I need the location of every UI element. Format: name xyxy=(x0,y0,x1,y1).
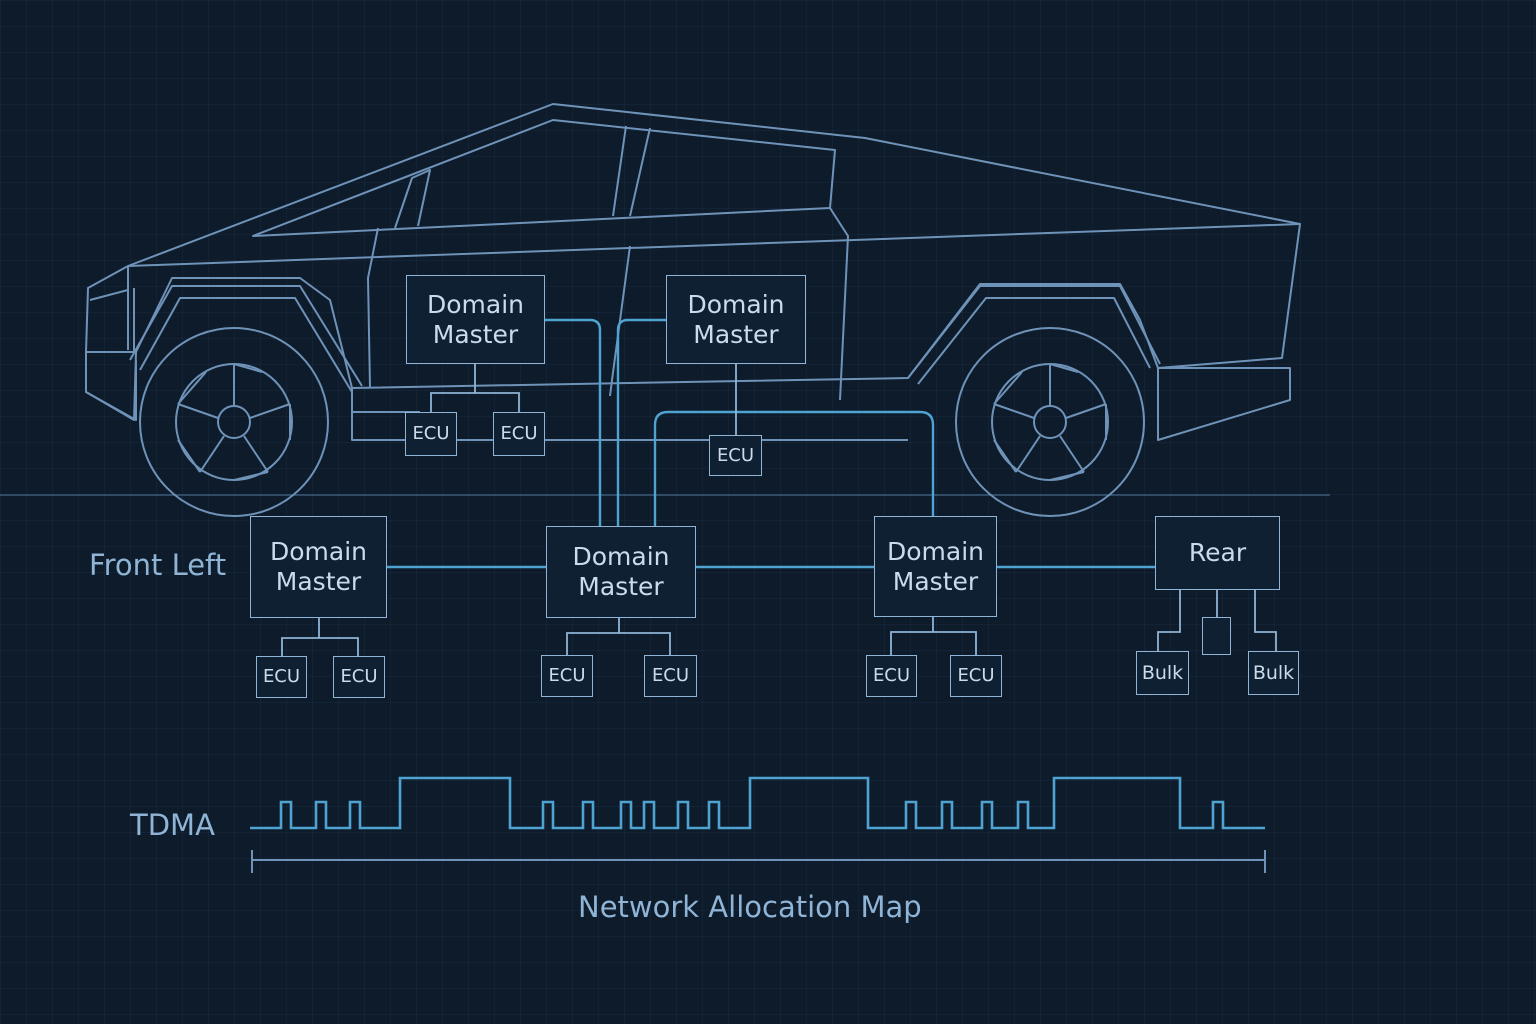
bulk-module-2: Bulk xyxy=(1248,651,1299,695)
ecu-right-2: ECU xyxy=(950,655,1002,697)
allocation-span xyxy=(251,850,1266,873)
rear-label: Rear xyxy=(1188,538,1247,567)
ecu-label: ECU xyxy=(262,666,301,688)
ecu-label: ECU xyxy=(340,666,378,688)
ecu-label: ECU xyxy=(872,665,911,687)
front-left-label: Front Left xyxy=(89,548,227,582)
ecu-top-right: ECU xyxy=(709,435,762,476)
ecu-right-1: ECU xyxy=(866,655,917,697)
ecu-front-left-2: ECU xyxy=(333,656,385,698)
ecu-center-2: ECU xyxy=(644,655,697,697)
bulk-module-1: Bulk xyxy=(1136,651,1189,695)
domain-master-label: Domain Master xyxy=(687,289,785,349)
domain-master-label: Domain Master xyxy=(426,289,524,349)
ecu-label: ECU xyxy=(651,665,690,687)
bulk-label: Bulk xyxy=(1252,661,1295,684)
network-allocation-map-label: Network Allocation Map xyxy=(578,890,922,924)
ecu-label: ECU xyxy=(716,444,755,466)
domain-master-right: Domain Master xyxy=(874,516,997,617)
domain-master-front-left: Domain Master xyxy=(250,516,387,618)
ecu-top-left-2: ECU xyxy=(493,412,545,456)
ecu-label: ECU xyxy=(548,665,586,687)
tdma-waveform xyxy=(250,776,1265,830)
ecu-center-1: ECU xyxy=(541,655,593,697)
ecu-label: ECU xyxy=(412,423,450,445)
tdma-label: TDMA xyxy=(130,808,215,842)
domain-master-top-left: Domain Master xyxy=(406,275,545,364)
ecu-top-left-1: ECU xyxy=(405,412,457,456)
domain-master-label: Domain Master xyxy=(269,537,367,596)
domain-master-label: Domain Master xyxy=(886,536,984,596)
ecu-label: ECU xyxy=(957,665,995,687)
ecu-front-left-1: ECU xyxy=(256,656,307,698)
ecu-label: ECU xyxy=(500,423,538,445)
domain-master-label: Domain Master xyxy=(572,542,670,601)
domain-master-top-right: Domain Master xyxy=(666,275,806,364)
rear-empty-module xyxy=(1202,617,1231,655)
rear-node: Rear xyxy=(1155,516,1280,590)
bulk-label: Bulk xyxy=(1141,661,1184,684)
domain-master-center: Domain Master xyxy=(546,526,696,618)
